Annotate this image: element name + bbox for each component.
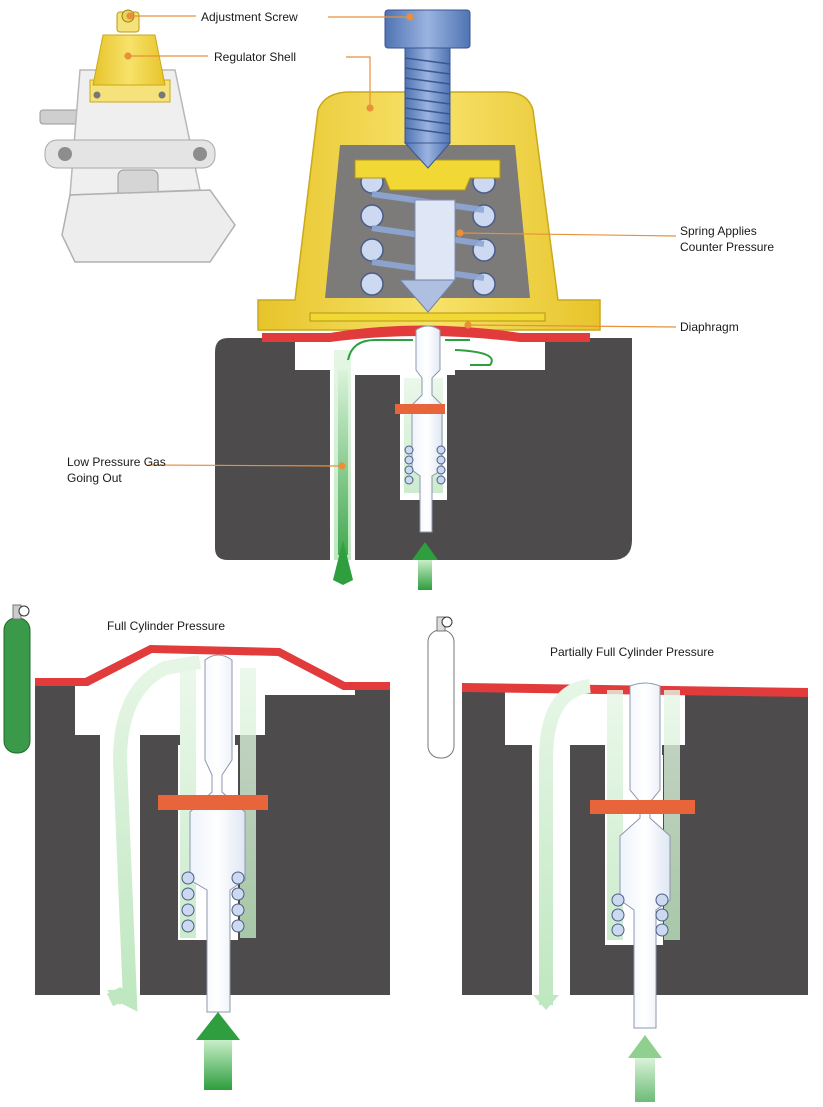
adjustment-screw: [384, 9, 471, 169]
label-spring-line2: Counter Pressure: [680, 240, 774, 254]
callouts: [124, 12, 677, 470]
partial-cylinder-icon: [427, 616, 455, 759]
full-panel-title: Full Cylinder Pressure: [107, 619, 225, 633]
label-adjustment-screw: Adjustment Screw: [201, 10, 298, 24]
valve-piston: [411, 325, 443, 533]
label-regulator-shell: Regulator Shell: [214, 50, 296, 64]
full-diaphragm: [35, 645, 390, 690]
regulator-illustration: [39, 9, 236, 263]
partial-panel-title: Partially Full Cylinder Pressure: [550, 645, 714, 659]
label-diaphragm: Diaphragm: [680, 320, 739, 334]
full-cylinder-icon: [3, 604, 31, 754]
main-cross-section: [215, 9, 632, 590]
label-spring-line1: Spring Applies: [680, 224, 757, 238]
partial-cylinder-panel: Partially Full Cylinder Pressure: [427, 616, 808, 1102]
label-low-pressure-line1: Low Pressure Gas: [67, 455, 166, 469]
label-low-pressure-line2: Going Out: [67, 471, 122, 485]
full-cylinder-panel: Full Cylinder Pressure: [3, 604, 390, 1090]
